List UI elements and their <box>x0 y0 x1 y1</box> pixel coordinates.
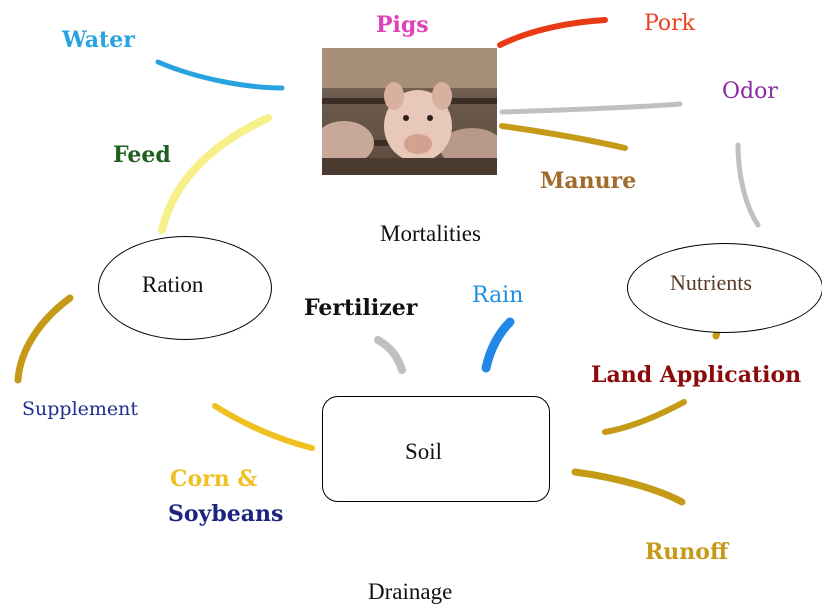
soil-label: Soil <box>405 440 442 463</box>
odor-connector <box>502 104 680 112</box>
ration-label: Ration <box>142 273 203 296</box>
pigs-label: Pigs <box>376 14 429 36</box>
supplement-label: Supplement <box>22 400 138 419</box>
drainage-label: Drainage <box>368 580 452 603</box>
fertilizer-label: Fertilizer <box>304 297 417 319</box>
rain-connector <box>486 322 510 368</box>
corn-connector <box>215 406 312 448</box>
pork-label: Pork <box>644 13 695 35</box>
land-application-label: Land Application <box>591 364 801 386</box>
runoff-label: Runoff <box>645 541 728 563</box>
fertilizer-connector <box>378 340 402 370</box>
mortalities-label: Mortalities <box>380 222 481 245</box>
runoff-connector <box>575 472 682 502</box>
land-soil-connector <box>605 402 684 432</box>
manure-connector <box>502 126 625 148</box>
feed-label: Feed <box>113 144 171 166</box>
pig-photo <box>322 48 497 175</box>
odor-nutrients-connector <box>738 145 758 225</box>
pork-connector <box>500 20 605 45</box>
corn-label: Corn & <box>170 468 257 490</box>
feed-connector <box>162 118 268 230</box>
water-label: Water <box>62 29 135 51</box>
manure-label: Manure <box>540 170 636 192</box>
water-connector <box>158 62 282 88</box>
supplement-ration-connector <box>18 298 70 380</box>
soybeans-label: Soybeans <box>168 503 283 525</box>
odor-label: Odor <box>722 81 778 103</box>
rain-label: Rain <box>472 285 523 307</box>
nutrients-label: Nutrients <box>670 272 752 294</box>
